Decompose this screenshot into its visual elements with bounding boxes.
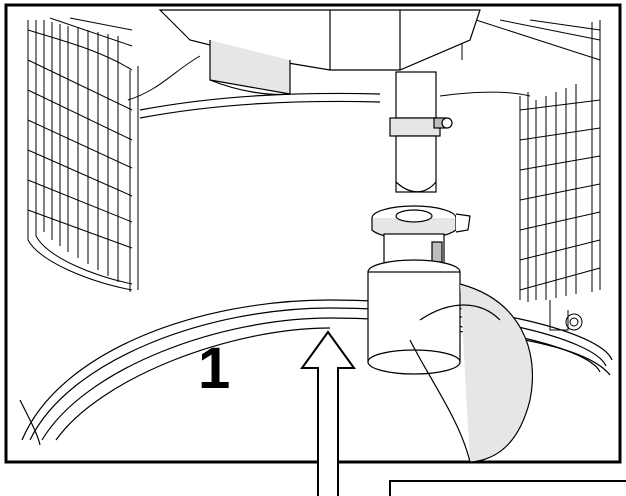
callout-label: 1 [198, 336, 230, 401]
safety-guard-left [27, 17, 201, 292]
arrow-up-icon [300, 330, 356, 496]
safety-guard-right [439, 19, 601, 331]
dough-hook [367, 205, 534, 463]
caption-box [389, 480, 626, 496]
machine-head [139, 9, 481, 119]
drive-spindle [389, 71, 453, 193]
bowl [19, 299, 613, 446]
